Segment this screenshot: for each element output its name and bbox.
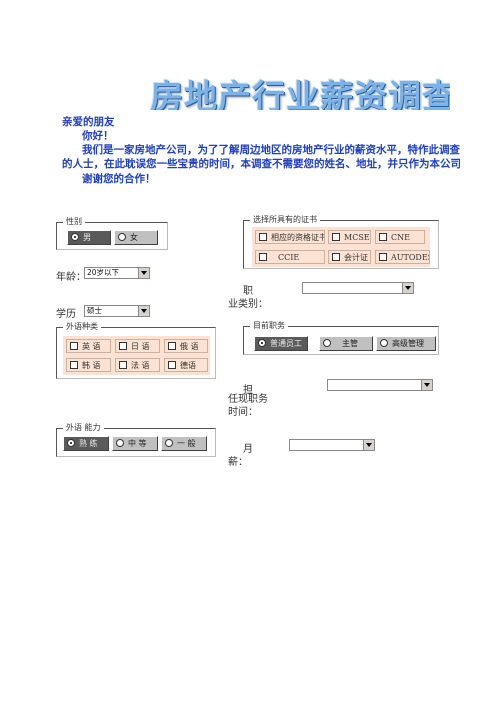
checkbox-icon [119, 361, 127, 369]
certificates-group: 选择所具有的证书 相应的资格证书 MCSE CNE CCIE 会计证 AUTOD… [243, 215, 439, 269]
tenure-label-char: 担 [243, 385, 253, 396]
age-select[interactable]: 20岁以下 [84, 267, 150, 279]
radio-icon [323, 339, 331, 347]
radio-icon [258, 339, 266, 347]
certificates-legend: 选择所具有的证书 [250, 215, 320, 225]
chevron-down-icon[interactable] [402, 283, 413, 293]
language-checkbox-english[interactable]: 英 语 [66, 339, 111, 353]
checkbox-icon [332, 253, 340, 261]
gender-option-female[interactable]: 女 [114, 230, 158, 245]
radio-icon [165, 439, 173, 447]
certificate-checkbox-autodesk[interactable]: AUTODESK认证 [375, 250, 430, 264]
language-type-legend: 外语种类 [63, 322, 101, 332]
language-type-group: 外语种类 英 语 日 语 俄 语 韩 语 法 语 德语 [56, 322, 216, 379]
radio-icon [71, 233, 79, 241]
checkbox-icon [259, 233, 267, 241]
language-checkbox-korean[interactable]: 韩 语 [66, 358, 111, 372]
gender-legend: 性别 [63, 217, 85, 227]
checkbox-icon [168, 361, 176, 369]
checkbox-icon [259, 253, 267, 261]
checkbox-icon [119, 342, 127, 350]
ability-option-medium[interactable]: 中 等 [112, 436, 158, 451]
chevron-down-icon[interactable] [421, 380, 432, 390]
tenure-label: 任现职务时间： [228, 394, 268, 418]
checkbox-icon [70, 361, 78, 369]
position-option-supervisor[interactable]: 主管 [319, 336, 373, 351]
age-label: 年龄： [56, 272, 86, 283]
radio-icon [67, 439, 75, 447]
certificate-checkbox-mcse[interactable]: MCSE [328, 230, 371, 244]
chevron-down-icon[interactable] [363, 440, 374, 450]
intro-greeting: 亲爱的朋友 [62, 116, 115, 128]
position-group: 目前职务 普通员工 主管 高级管理 [243, 321, 439, 355]
position-option-senior-management[interactable]: 高级管理 [376, 336, 436, 351]
gender-option-male[interactable]: 男 [67, 230, 111, 245]
job-type-label-char: 职 [243, 286, 253, 297]
gender-group: 性别 男 女 [56, 217, 168, 250]
certificate-checkbox-qualification[interactable]: 相应的资格证书 [255, 230, 325, 244]
survey-title: 房地产行业薪资调查 [150, 77, 450, 110]
salary-select[interactable] [289, 439, 375, 451]
chevron-down-icon[interactable] [138, 306, 149, 316]
salary-label-char: 月 [243, 444, 253, 455]
language-checkbox-french[interactable]: 法 语 [115, 358, 160, 372]
language-ability-legend: 外语 能力 [63, 423, 104, 433]
language-ability-group: 外语 能力 熟 练 中 等 一 般 [56, 423, 216, 457]
chevron-down-icon[interactable] [138, 268, 149, 278]
checkbox-icon [332, 233, 340, 241]
intro-hello: 你好！ [82, 130, 114, 142]
language-checkbox-russian[interactable]: 俄 语 [164, 339, 208, 353]
tenure-select[interactable] [327, 379, 433, 391]
radio-icon [116, 439, 124, 447]
language-checkbox-japanese[interactable]: 日 语 [115, 339, 160, 353]
intro-line-2: 的人士，在此耽误您一些宝贵的时间，本调查不需要您的姓名、地址，并只作为本公司 [62, 158, 461, 170]
intro-line-1: 我们是一家房地产公司，为了了解周边地区的房地产行业的薪资水平，特作此调查 [82, 144, 460, 156]
position-legend: 目前职务 [250, 321, 288, 331]
checkbox-icon [379, 233, 387, 241]
language-checkbox-german[interactable]: 德语 [164, 358, 208, 372]
certificate-checkbox-cne[interactable]: CNE [375, 230, 425, 244]
radio-icon [118, 233, 126, 241]
salary-label: 薪： [228, 457, 248, 468]
certificate-checkbox-accounting[interactable]: 会计证 [328, 250, 371, 264]
job-type-select[interactable] [302, 282, 414, 294]
intro-thanks: 谢谢您的合作！ [82, 173, 156, 185]
education-label: 学历 [56, 309, 76, 320]
checkbox-icon [70, 342, 78, 350]
certificate-checkbox-ccie[interactable]: CCIE [255, 250, 325, 264]
education-select[interactable]: 硕士 [84, 305, 150, 317]
ability-option-fluent[interactable]: 熟 练 [63, 436, 109, 451]
radio-icon [380, 339, 388, 347]
position-option-staff[interactable]: 普通员工 [254, 336, 308, 351]
checkbox-icon [168, 342, 176, 350]
checkbox-icon [379, 253, 387, 261]
ability-option-average[interactable]: 一 般 [161, 436, 207, 451]
job-type-label: 业类别： [228, 299, 268, 310]
